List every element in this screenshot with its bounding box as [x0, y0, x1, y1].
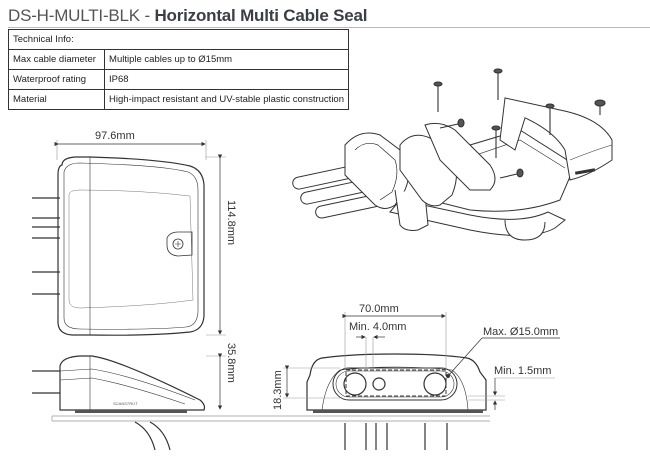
brand-mark: SCANSTRUT: [113, 401, 138, 406]
title-divider: [8, 27, 650, 28]
row-label: Material: [7, 89, 106, 110]
exploded-view: [292, 68, 613, 241]
opening-height-dimension: 18.3mm: [272, 370, 284, 410]
opening-width-dimension: 70.0mm: [359, 303, 399, 315]
top-view: 97.6mm 114.8mm: [32, 130, 237, 336]
front-view: 70.0mm Min. 4.0mm Max. Ø15.0mm Min. 1.5m…: [272, 303, 560, 450]
screws: [433, 68, 606, 179]
side-view: SCANSTRUT 35.8mm: [32, 343, 490, 451]
height-dimension: 35.8mm: [225, 343, 237, 383]
cable-lines: [344, 423, 448, 450]
max-diameter-label: Max. Ø15.0mm: [483, 326, 558, 338]
length-dimension: 114.8mm: [225, 200, 237, 245]
page-title: DS-H-MULTI-BLK - Horizontal Multi Cable …: [8, 6, 367, 26]
product-name: Horizontal Multi Cable Seal: [154, 6, 368, 25]
product-code: DS-H-MULTI-BLK -: [8, 6, 155, 25]
cable-stubs: [32, 197, 60, 295]
min-gap-dimension: Min. 4.0mm: [349, 321, 406, 333]
width-dimension: 97.6mm: [95, 130, 135, 142]
row-value: High-impact resistant and UV-stable plas…: [104, 89, 349, 110]
min-wall-dimension: Min. 1.5mm: [494, 365, 551, 377]
